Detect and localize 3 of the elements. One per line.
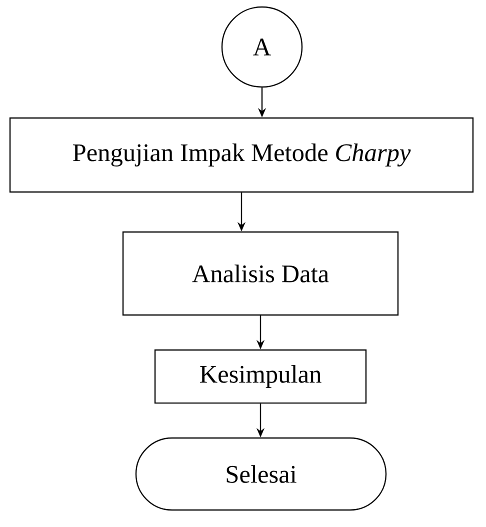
process-box: Pengujian Impak Metode Charpy	[9, 117, 474, 193]
process-box: Kesimpulan	[154, 349, 367, 404]
process-box: Analisis Data	[122, 231, 399, 316]
